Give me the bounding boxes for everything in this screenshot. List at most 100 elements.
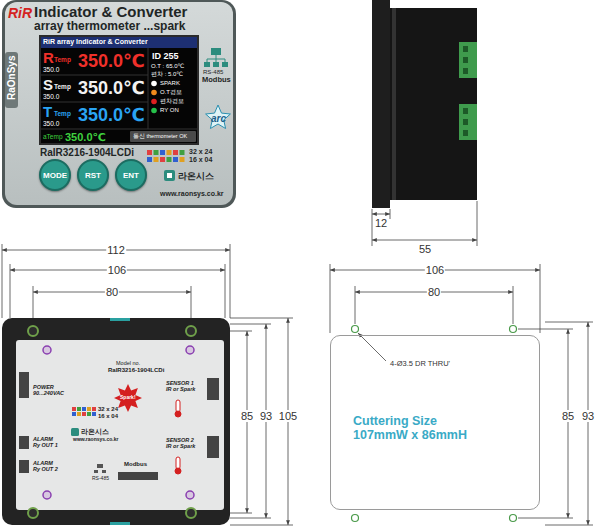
spark-label: Spark! — [120, 395, 136, 401]
dimension-value: 93 — [259, 410, 273, 422]
side-view — [372, 0, 477, 208]
channel-letter: R — [43, 49, 54, 66]
plate-screw — [186, 346, 194, 354]
terminal-block — [19, 372, 219, 480]
network-icon — [213, 62, 219, 67]
screen-header: RiR array Indicator & Converter — [43, 38, 148, 46]
indicator-label: SPARK — [160, 80, 180, 87]
lcd-screen-art — [41, 37, 197, 48]
plate-screw — [186, 491, 194, 499]
matrix-grid-icon — [77, 407, 81, 411]
dimension-value: 106 — [107, 264, 127, 276]
model-number: RaIR3216-1904LCDi — [40, 147, 134, 159]
button-label: MODE — [41, 171, 69, 180]
rear-housing — [110, 522, 130, 525]
dimension-lines — [372, 209, 373, 246]
mounting-screw — [28, 326, 38, 336]
dimension-lines — [588, 322, 589, 525]
plate-screw — [43, 346, 51, 354]
plate-screw — [43, 491, 51, 499]
company-logo-mark — [164, 170, 175, 181]
network-icon — [222, 62, 228, 67]
protocol-label: RS-485 — [92, 476, 109, 482]
side-view — [463, 130, 468, 136]
matrix-grid-icon — [147, 150, 152, 155]
spark-burst — [114, 384, 142, 412]
push-button: ENT — [115, 159, 147, 191]
dimension-lines — [477, 201, 478, 246]
dimension-lines — [330, 264, 331, 333]
side-view — [390, 8, 477, 200]
website: www.raonsys.co.kr — [73, 437, 118, 443]
button-label: ENT — [117, 171, 145, 180]
dimension-lines — [2, 244, 3, 318]
mounting-hole — [510, 515, 517, 522]
lcd-screen-art — [40, 36, 198, 144]
front-housing — [2, 0, 236, 208]
matrix-grid-icon — [173, 157, 178, 162]
indicator-label: O.T경보 — [160, 89, 182, 96]
protocol-label: Modbus — [202, 76, 231, 85]
side-view — [463, 46, 468, 52]
terminal-label: ALARM Ry OUT 2 — [33, 460, 60, 473]
company-logo-mark — [167, 173, 172, 178]
company-logo: 라온시스 — [81, 428, 109, 435]
setpoint-value: 350.0 — [43, 66, 59, 73]
arc-star-icon — [206, 105, 231, 129]
temperature-value: 350.0℃ — [78, 105, 145, 126]
matrix-grid-icon — [72, 412, 76, 416]
terminal-block — [19, 372, 29, 398]
matrix-grid-icon — [72, 407, 96, 416]
terminal-label: SENSOR 2 IR or Spark — [166, 437, 199, 450]
matrix-grid-icon — [154, 157, 159, 162]
thermometer-icon — [175, 411, 181, 417]
status-text: 통신 thermometer OK — [133, 133, 187, 139]
cutout-size-note: Cuttering Size 107mmW x 86mmH — [353, 414, 473, 443]
dimension-lines — [230, 318, 293, 319]
terminal-block — [207, 378, 219, 400]
side-view — [459, 42, 477, 78]
dimension-value: 93 — [581, 410, 595, 422]
rear-housing — [2, 318, 230, 525]
dimension-lines — [225, 264, 226, 318]
matrix-grid-icon — [87, 412, 91, 416]
thermometer-icon — [176, 457, 180, 469]
company-logo: 라온시스 — [178, 171, 214, 181]
dimension-value: 112 — [106, 244, 126, 256]
rear-housing — [110, 318, 130, 321]
dimension-value: 105 — [278, 410, 298, 422]
channel-name: aTemp — [43, 133, 63, 140]
side-view — [463, 108, 468, 114]
dimension-lines — [230, 244, 231, 318]
matrix-grid-icon — [77, 412, 81, 416]
mounting-hole — [352, 326, 359, 333]
lcd-screen-art — [151, 90, 157, 96]
side-view — [463, 57, 468, 63]
lcd-screen-art — [41, 75, 148, 76]
network-icon — [204, 62, 210, 67]
lcd-screen-art — [41, 129, 197, 130]
matrix-grid-icon — [92, 407, 96, 411]
dimension-lines — [10, 264, 11, 318]
lcd-screen: RiR array Indicator & ConverterRTemp350.… — [40, 36, 198, 144]
temperature-value: 350.0℃ — [78, 51, 145, 72]
resolution-label: 32 x 24 — [98, 406, 118, 413]
terminal-block — [118, 472, 158, 480]
network-icon — [211, 48, 221, 55]
side-view — [392, 8, 396, 200]
dimension-lines — [230, 518, 271, 519]
threshold-value: O.T : 65.0℃ — [151, 63, 184, 70]
matrix-grid-icon — [147, 157, 152, 162]
protocol-label: Modbus — [124, 461, 147, 468]
terminal-label: SENSOR 1 IR or Spark — [166, 380, 199, 393]
channel-letter: T — [43, 103, 52, 120]
matrix-grid-icon — [167, 150, 172, 155]
thermometer-icon — [175, 468, 181, 474]
network-icon — [204, 48, 228, 67]
dimension-lines — [372, 214, 390, 215]
mounting-screw — [186, 326, 196, 336]
thermometer-icon — [176, 400, 180, 412]
dimension-value: 80 — [105, 286, 119, 298]
side-brand: RaOnSys — [6, 56, 18, 100]
lcd-screen-art — [151, 108, 157, 114]
